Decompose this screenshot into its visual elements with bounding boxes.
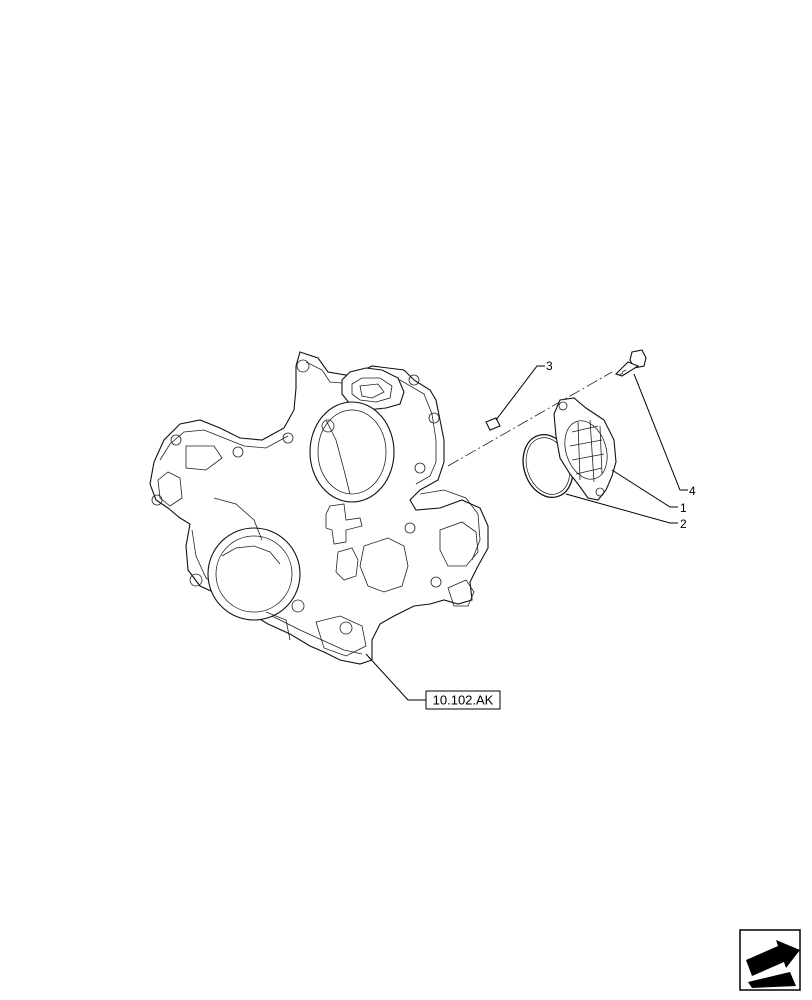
leader-lines bbox=[365, 365, 688, 701]
callout-2: 2 bbox=[680, 517, 687, 531]
next-page-arrow-icon[interactable] bbox=[739, 929, 801, 991]
assembly-axis-line bbox=[447, 371, 613, 467]
callout-1: 1 bbox=[680, 501, 687, 515]
callout-4: 4 bbox=[689, 484, 696, 498]
callout-3: 3 bbox=[546, 359, 553, 373]
reference-box[interactable]: 10.102.AK bbox=[425, 690, 501, 710]
reference-label: 10.102.AK bbox=[433, 693, 494, 708]
part-1-strainer-cover bbox=[553, 397, 617, 501]
part-4-bolt bbox=[614, 349, 647, 377]
callout-labels: 3 4 1 2 bbox=[546, 359, 696, 531]
part-3-plug bbox=[485, 417, 501, 431]
engine-front-cover-housing bbox=[149, 351, 489, 665]
